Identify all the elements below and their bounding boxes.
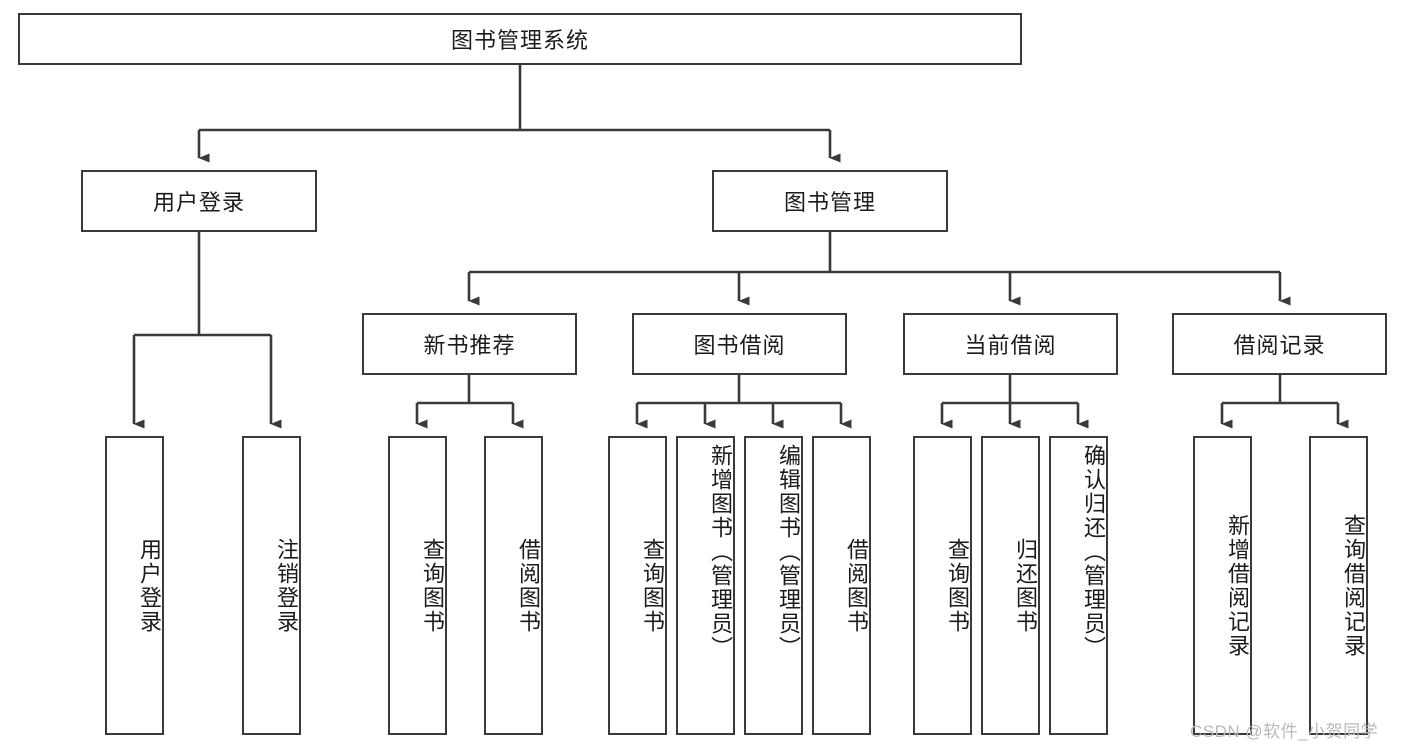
- node-label: 查询图书: [420, 537, 445, 634]
- node-user-login[interactable]: 用户登录: [81, 170, 317, 232]
- node-book-borrow[interactable]: 图书借阅: [632, 313, 847, 375]
- node-leaf-borrow-book-recommend[interactable]: 借阅图书: [484, 436, 543, 735]
- node-leaf-add-book-admin[interactable]: 新增图书（管理员）: [676, 436, 735, 735]
- node-leaf-query-borrow-record[interactable]: 查询借阅记录: [1309, 436, 1368, 735]
- node-leaf-query-book-recommend[interactable]: 查询图书: [388, 436, 447, 735]
- node-label: 注销登录: [274, 537, 299, 634]
- node-leaf-query-book-borrow[interactable]: 查询图书: [608, 436, 667, 735]
- node-label: 新增图书（管理员）: [708, 444, 733, 660]
- node-label: 借阅图书: [844, 537, 869, 634]
- node-label: 归还图书: [1013, 537, 1038, 634]
- node-leaf-add-borrow-record[interactable]: 新增借阅记录: [1193, 436, 1252, 735]
- node-label: 用户登录: [152, 190, 245, 215]
- node-current-borrow[interactable]: 当前借阅: [903, 313, 1118, 375]
- node-label: 用户登录: [137, 537, 162, 634]
- node-label: 图书借阅: [693, 333, 786, 358]
- node-label: 查询图书: [945, 537, 970, 634]
- node-leaf-query-book-current[interactable]: 查询图书: [913, 436, 972, 735]
- node-leaf-borrow-book[interactable]: 借阅图书: [812, 436, 871, 735]
- node-label: 新书推荐: [423, 333, 516, 358]
- node-leaf-user-login[interactable]: 用户登录: [105, 436, 164, 735]
- node-label: 编辑图书（管理员）: [776, 444, 801, 660]
- node-label: 当前借阅: [964, 333, 1057, 358]
- node-label: 借阅图书: [516, 537, 541, 634]
- node-book-management[interactable]: 图书管理: [712, 170, 948, 232]
- node-label: 借阅记录: [1233, 333, 1326, 358]
- node-leaf-edit-book-admin[interactable]: 编辑图书（管理员）: [744, 436, 803, 735]
- csdn-watermark: CSDN @软件_小贺同学: [1190, 722, 1379, 741]
- node-label: 图书管理: [783, 190, 876, 215]
- node-label: 确认归还（管理员）: [1081, 444, 1106, 660]
- node-borrow-record[interactable]: 借阅记录: [1172, 313, 1387, 375]
- node-label: 图书管理系统: [450, 28, 589, 53]
- node-leaf-logout[interactable]: 注销登录: [242, 436, 301, 735]
- node-new-book-recommend[interactable]: 新书推荐: [362, 313, 577, 375]
- node-root-book-management-system[interactable]: 图书管理系统: [18, 13, 1022, 65]
- node-leaf-confirm-return-admin[interactable]: 确认归还（管理员）: [1049, 436, 1108, 735]
- node-label: 新增借阅记录: [1225, 513, 1250, 658]
- node-leaf-return-book[interactable]: 归还图书: [981, 436, 1040, 735]
- node-label: 查询图书: [640, 537, 665, 634]
- node-label: 查询借阅记录: [1341, 513, 1366, 658]
